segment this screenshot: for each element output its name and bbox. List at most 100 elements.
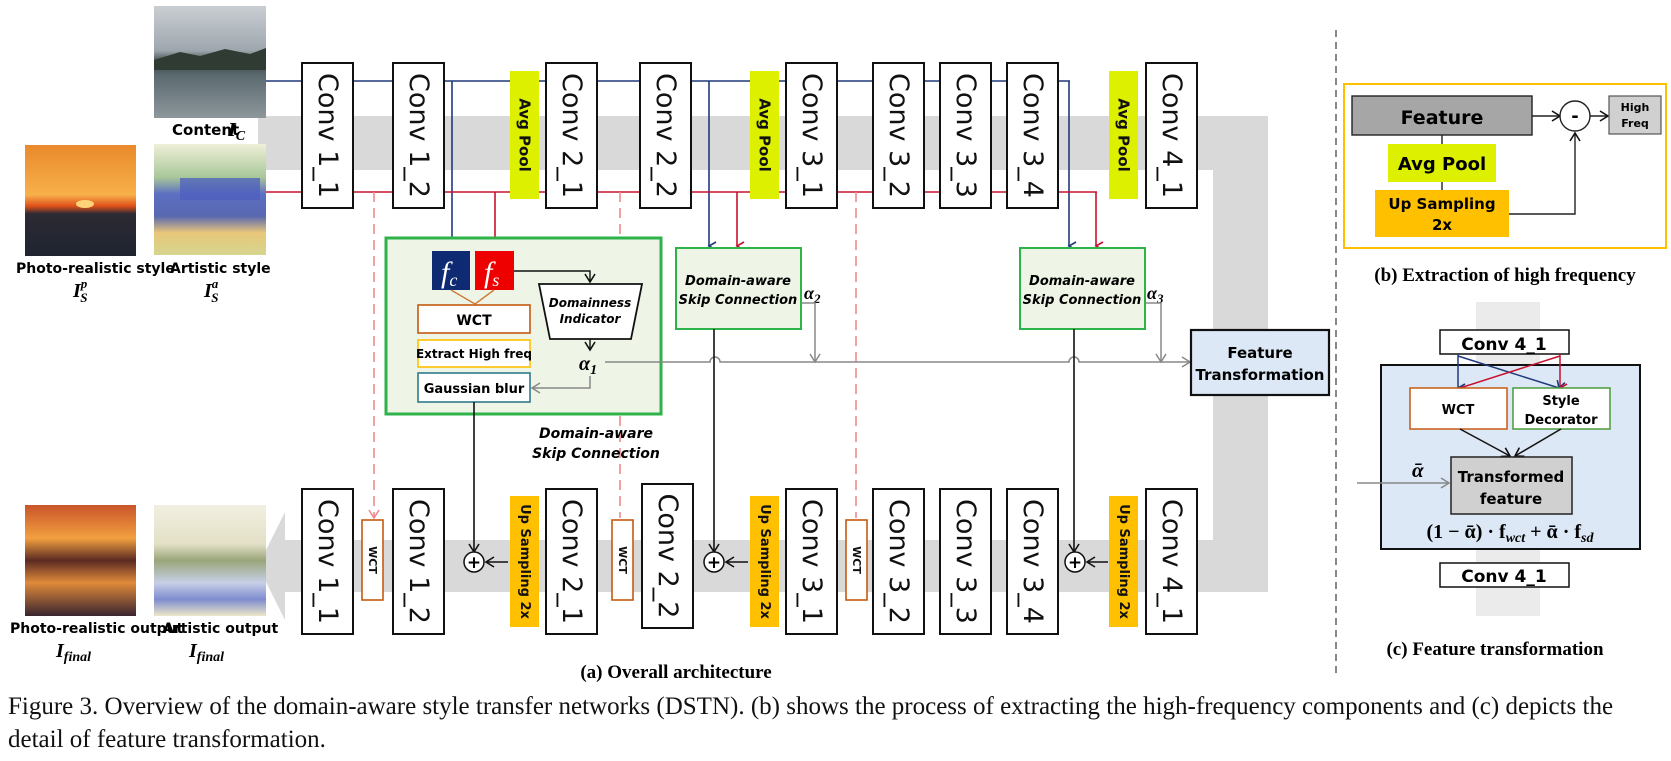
wct-label-c: WCT	[1442, 403, 1475, 418]
encoder-pool-5: Avg Pool	[750, 71, 779, 199]
encoder-conv-label: Conv 3_2	[883, 73, 914, 198]
decoder-conv-label: Conv 1_1	[312, 499, 343, 624]
artistic-output-symbol: Ifinal	[188, 640, 224, 665]
decoder-conv-10: Conv 3_2	[872, 488, 925, 635]
alpha-bar-symbol: ᾱ	[1412, 458, 1424, 482]
panel-b-title: (b) Extraction of high frequency	[1374, 265, 1636, 286]
photo-output-image	[25, 505, 136, 616]
gaussian-blur-block	[417, 372, 531, 403]
encoder-conv-label: Conv 2_2	[650, 73, 681, 198]
extract-high-freq-block	[417, 339, 531, 368]
feature-label: Feature	[1401, 107, 1484, 129]
domainness-indicator-label-2: Indicator	[560, 312, 622, 326]
decoder-conv-2: Conv 1_2	[392, 488, 445, 635]
decoder-wct-9: WCT	[845, 519, 868, 601]
plus-node-1	[463, 551, 485, 573]
encoder-conv-6: Conv 3_1	[785, 62, 838, 209]
skip2-label: Domain-aware	[685, 274, 791, 289]
high-freq-block	[1608, 95, 1662, 135]
wct-block	[417, 304, 531, 334]
content-image	[154, 6, 266, 118]
decoder-conv-label: Conv 1_2	[403, 499, 434, 624]
decoder-conv-label: Conv 3_3	[950, 499, 981, 624]
style-decorator-label-2: Decorator	[1525, 413, 1599, 428]
encoder-conv-3: Conv 2_1	[545, 62, 598, 209]
skip1-caption: Domain-aware	[539, 426, 653, 442]
upsampling-label: Up Sampling	[1388, 195, 1495, 213]
conv41-top	[1439, 329, 1570, 355]
decoder-conv-4: Conv 2_1	[545, 488, 598, 635]
skip-connection-1: fc fs WCT Extract High freq Gaussian blu…	[384, 236, 663, 462]
plus-symbol-2: +	[707, 553, 721, 573]
decoder-conv-label: Conv 3_2	[883, 499, 914, 624]
conv41-bottom-label: Conv 4_1	[1461, 567, 1546, 587]
skip-output-lines	[468, 329, 1080, 554]
decoder-wct-label: WCT	[850, 546, 863, 574]
skip-connection-2: Domain-aware Skip Connection α2	[675, 247, 821, 364]
transformed-feature-label: Transformed	[1458, 468, 1564, 486]
upsampling-label-2: 2x	[1432, 216, 1452, 234]
wct-label: WCT	[456, 313, 492, 329]
skip1-caption-2: Skip Connection	[532, 446, 660, 462]
plus-symbol-1: +	[467, 553, 481, 573]
encoder-pool-label: Avg Pool	[516, 98, 534, 172]
gaussian-blur-label: Gaussian blur	[424, 382, 525, 397]
conv41-top-label: Conv 4_1	[1461, 335, 1546, 355]
decoder-wct-label: WCT	[366, 546, 379, 574]
alpha3-symbol: α3	[1147, 283, 1164, 306]
decoder-conv-label: Conv 3_1	[796, 499, 827, 624]
high-freq-label: High	[1621, 101, 1650, 114]
decoder-conv-label: Conv 2_1	[556, 499, 587, 624]
photo-style-image	[25, 145, 136, 256]
ft-label-2: Transformation	[1196, 366, 1325, 384]
upsampling-block	[1375, 190, 1509, 237]
style-feature-box	[475, 251, 514, 290]
decoder-conv-label: Conv 3_4	[1017, 499, 1048, 624]
high-freq-label-2: Freq	[1621, 117, 1649, 130]
decoder-conv-14: Conv 4_1	[1145, 488, 1198, 635]
transformed-feature-label-2: feature	[1480, 490, 1542, 508]
encoder-conv-label: Conv 3_1	[796, 73, 827, 198]
decoder-conv-12: Conv 3_4	[1006, 488, 1059, 635]
decoder-up-13: Up Sampling 2x	[1109, 496, 1138, 627]
encoder-conv-7: Conv 3_2	[872, 62, 925, 209]
encoder-pool-2: Avg Pool	[510, 71, 539, 199]
extract-high-freq-label: Extract High freq	[416, 347, 532, 361]
alpha-line	[605, 356, 1192, 368]
panel-c-title: (c) Feature transformation	[1386, 639, 1603, 660]
plus-node-2	[703, 551, 725, 573]
feature-transformation-block: Feature Transformation	[1189, 328, 1331, 397]
style-decorator-block	[1512, 387, 1611, 430]
domainness-indicator-label: Domainness	[549, 296, 631, 310]
artistic-style-label: Artistic style	[170, 261, 271, 277]
plus-nodes: + + +	[463, 551, 1108, 573]
panel-c: Conv 4_1 WCT Style Decorator Transformed…	[1357, 302, 1641, 660]
decoder-wct-label: WCT	[616, 546, 629, 574]
decoder-conv-6: Conv 2_2	[641, 483, 694, 629]
ft-label: Feature	[1227, 344, 1292, 362]
transformed-feature-block	[1450, 456, 1573, 515]
plus-node-3	[1064, 551, 1086, 573]
decoder-up-3: Up Sampling 2x	[510, 496, 539, 627]
alpha1-symbol: α1	[579, 353, 597, 378]
encoder-conv-11: Conv 4_1	[1145, 62, 1198, 209]
encoder-conv-0: Conv 1_1	[301, 62, 354, 209]
decoder-up-label: Up Sampling 2x	[757, 504, 772, 619]
decoder-conv-11: Conv 3_3	[939, 488, 992, 635]
wct-block-c	[1409, 387, 1508, 430]
decoder-conv-8: Conv 3_1	[785, 488, 838, 635]
artistic-output-label: Artistic output	[163, 621, 278, 637]
photo-output-label: Photo-realistic output	[10, 621, 184, 637]
photo-style-label: Photo-realistic style	[16, 261, 175, 277]
decoder: Conv 1_1 WCT Conv 1_2 Up Sampling 2x Conv 2_…	[301, 483, 1198, 635]
decoder-conv-label: Conv 2_2	[652, 494, 683, 619]
panel-b: Feature Avg Pool Up Sampling 2x - High F…	[1343, 83, 1667, 286]
decoder-up-label: Up Sampling 2x	[517, 504, 532, 619]
skip-connection-3: Domain-aware Skip Connection α3	[1019, 247, 1167, 364]
encoder-conv-label: Conv 3_4	[1017, 73, 1048, 198]
skip3-label: Domain-aware	[1029, 274, 1135, 289]
